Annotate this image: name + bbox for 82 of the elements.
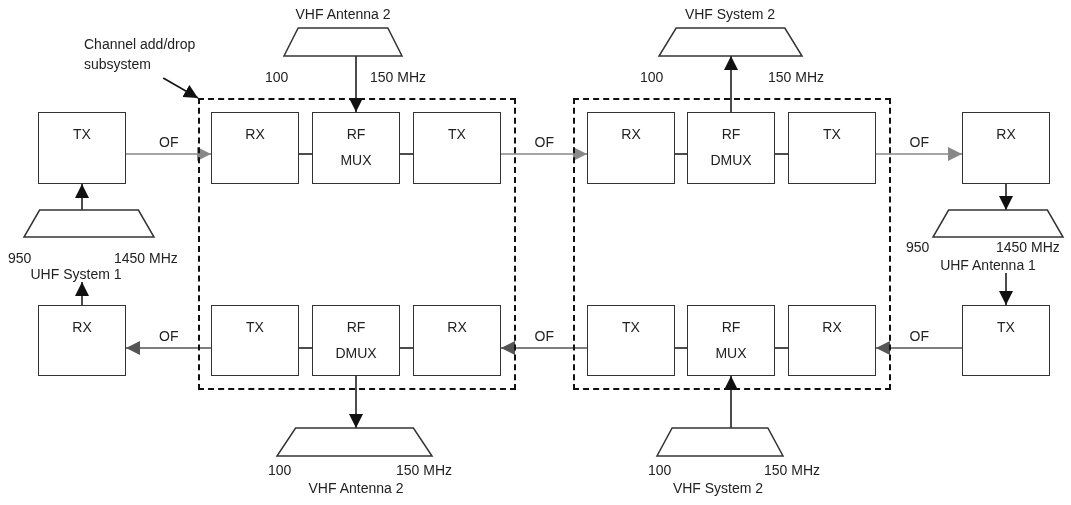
- arrow: [724, 375, 738, 429]
- process-box: [211, 112, 299, 184]
- band-label: VHF System 2: [684, 6, 776, 22]
- process-box: [962, 112, 1050, 184]
- block-label: RX: [621, 125, 641, 144]
- frequency-label: 1450 MHz: [114, 250, 178, 266]
- frequency-label: 100: [640, 69, 664, 85]
- process-box: [38, 305, 126, 376]
- block-label: RF MUX: [715, 318, 747, 363]
- edge-label: OF: [157, 135, 181, 149]
- arrow: [349, 55, 363, 113]
- arrow: [125, 341, 212, 355]
- frequency-label: 950: [906, 239, 930, 255]
- edge-label: OF: [532, 135, 556, 149]
- arrow: [349, 375, 363, 429]
- connector-line: [298, 347, 313, 349]
- process-box: [788, 112, 876, 184]
- annotation-text: Channel add/drop subsystem: [84, 34, 216, 78]
- edge-label: OF: [157, 329, 181, 343]
- arrow: [875, 147, 963, 161]
- connector-line: [774, 153, 789, 155]
- block-label: RF DMUX: [710, 125, 752, 170]
- frequency-label: 100: [648, 462, 672, 478]
- block-label: RF DMUX: [335, 318, 377, 363]
- leader-line: [162, 77, 199, 99]
- connector-line: [298, 153, 313, 155]
- process-box: [38, 112, 126, 184]
- block-label: TX: [997, 318, 1015, 337]
- block-label: TX: [823, 125, 841, 144]
- block-label: TX: [622, 318, 640, 337]
- frequency-label: 950: [8, 250, 32, 266]
- connector-line: [399, 153, 414, 155]
- process-box: [587, 112, 675, 184]
- process-box: [687, 112, 775, 184]
- band-label: VHF Antenna 2: [308, 480, 404, 496]
- block-label: RX: [245, 125, 265, 144]
- frequency-label: 100: [268, 462, 292, 478]
- frequency-label: 150 MHz: [370, 69, 427, 85]
- arrow: [125, 147, 212, 161]
- process-box: [687, 305, 775, 376]
- arrow: [999, 272, 1013, 306]
- arrow: [500, 341, 588, 355]
- process-box: [211, 305, 299, 376]
- arrow: [75, 183, 89, 211]
- block-label: RX: [447, 318, 467, 337]
- frequency-label: 150 MHz: [764, 462, 821, 478]
- edge-label: OF: [907, 329, 931, 343]
- subsystem-boundary: [573, 98, 891, 390]
- block-label: RX: [996, 125, 1016, 144]
- arrow: [999, 183, 1013, 211]
- frequency-label: 1450 MHz: [996, 239, 1060, 255]
- arrow: [724, 55, 738, 113]
- connector-line: [399, 347, 414, 349]
- process-box: [788, 305, 876, 376]
- arrow: [875, 341, 963, 355]
- block-label: TX: [448, 125, 466, 144]
- process-box: [312, 305, 400, 376]
- process-box: [413, 305, 501, 376]
- process-box: [587, 305, 675, 376]
- band-label: UHF System 1: [30, 266, 122, 282]
- process-box: [413, 112, 501, 184]
- edge-label: OF: [532, 329, 556, 343]
- band-label: UHF Antenna 1: [940, 257, 1036, 273]
- edge-label: OF: [907, 135, 931, 149]
- band-label: VHF Antenna 2: [295, 6, 391, 22]
- process-box: [962, 305, 1050, 376]
- arrow: [500, 147, 588, 161]
- band-label: VHF System 2: [672, 480, 764, 496]
- frequency-label: 150 MHz: [768, 69, 825, 85]
- arrow: [75, 281, 89, 306]
- connector-line: [674, 347, 688, 349]
- block-label: TX: [73, 125, 91, 144]
- subsystem-boundary: [198, 98, 516, 390]
- block-label: RX: [72, 318, 92, 337]
- connector-line: [674, 153, 688, 155]
- block-label: RF MUX: [340, 125, 372, 170]
- process-box: [312, 112, 400, 184]
- frequency-label: 100: [265, 69, 289, 85]
- block-label: TX: [246, 318, 264, 337]
- block-label: RX: [822, 318, 842, 337]
- frequency-label: 150 MHz: [396, 462, 453, 478]
- connector-line: [774, 347, 789, 349]
